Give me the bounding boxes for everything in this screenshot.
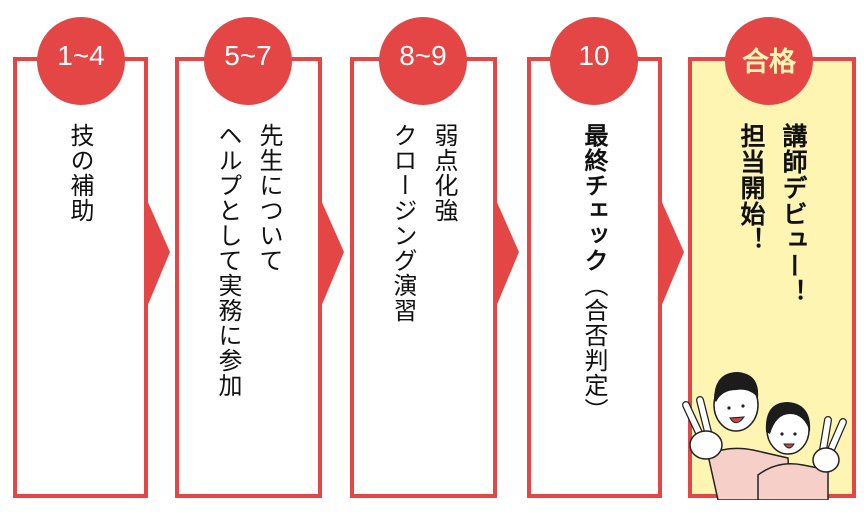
step-1-text: 技の補助 [66, 123, 94, 223]
step-card-3 [350, 57, 497, 498]
step-badge-1: 1~4 [37, 17, 125, 105]
arrow-right-icon [321, 200, 344, 307]
two-people-peace-sign-illustration [682, 372, 847, 500]
step-card-1 [13, 57, 148, 498]
step-4-title: 最終チェック [580, 123, 608, 273]
arrow-right-icon [147, 200, 170, 307]
step-2-text-line-2: ヘルプとして実務に参加 [214, 123, 242, 398]
step-2-text-line-1: 先生について [255, 123, 283, 273]
step-3-text-line-1: 弱点化強 [430, 123, 458, 223]
arrow-right-icon [661, 200, 684, 307]
step-badge-2: 5~7 [204, 17, 292, 105]
step-badge-3: 8~9 [379, 17, 467, 105]
step-4-subtitle: （合否判定） [580, 273, 608, 423]
step-badge-final: 合格 [725, 17, 813, 105]
final-text-line-1: 講師デビュー！ [779, 123, 808, 305]
step-card-2 [175, 57, 322, 498]
step-4-text: 最終チェック（合否判定） [576, 123, 612, 423]
step-3-text-line-2: クロージング演習 [389, 123, 417, 323]
step-card-4 [527, 57, 662, 498]
final-text-line-2: 担当開始！ [737, 123, 766, 253]
arrow-right-icon [496, 200, 519, 307]
step-badge-4: 10 [550, 17, 638, 105]
